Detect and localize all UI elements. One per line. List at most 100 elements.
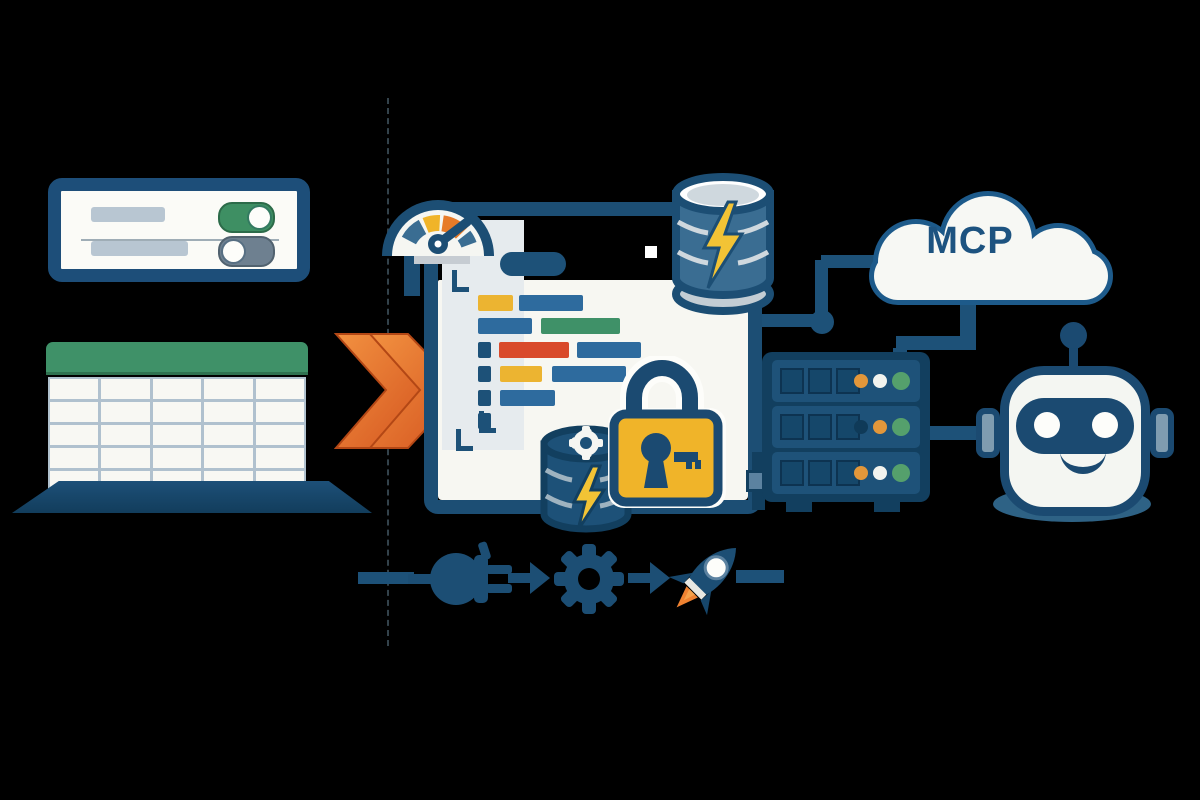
toggle-switch-on xyxy=(218,202,275,233)
table-cell xyxy=(204,448,253,468)
table-cell xyxy=(204,425,253,445)
code-indent-square xyxy=(478,390,491,406)
settings-toggle-panel xyxy=(48,178,310,282)
page-corner-mark xyxy=(452,270,469,292)
table-cell xyxy=(255,379,304,399)
toggle-switch-off xyxy=(218,236,275,267)
connector-rack-to-robot xyxy=(926,426,988,440)
server-unit xyxy=(772,360,920,402)
flow-line-left xyxy=(358,572,414,584)
database-gear-bolt-icon xyxy=(540,425,632,533)
orange-led xyxy=(873,420,887,434)
connector-to-cloud xyxy=(821,255,883,268)
code-token-bar xyxy=(541,318,620,334)
white-led xyxy=(873,374,887,388)
rocket-icon xyxy=(668,548,736,616)
code-indent-square xyxy=(478,366,491,382)
drive-bay xyxy=(808,460,832,486)
table-cell xyxy=(50,402,99,422)
toggle-row xyxy=(61,227,297,271)
table-grid xyxy=(48,377,306,493)
panel-divider xyxy=(81,239,279,241)
robot-eye-right xyxy=(1092,412,1118,438)
table-cell xyxy=(101,448,150,468)
code-indent-square xyxy=(478,342,491,358)
cloud-label: MCP xyxy=(926,220,1014,262)
table-base-stand xyxy=(12,481,372,513)
green-led xyxy=(892,372,910,390)
gauge-icon xyxy=(382,200,494,256)
robot-ear-right xyxy=(1150,408,1174,458)
rack-foot xyxy=(874,500,900,512)
rack-foot xyxy=(786,500,812,512)
led-group xyxy=(852,452,914,494)
drive-bay xyxy=(780,414,804,440)
server-unit xyxy=(772,406,920,448)
table-cell xyxy=(255,402,304,422)
orange-led xyxy=(854,374,868,388)
connector-cloud-stem xyxy=(960,296,976,344)
window-header-dot xyxy=(645,246,657,258)
code-token-bar xyxy=(500,390,555,406)
table-cell xyxy=(204,379,253,399)
code-token-bar xyxy=(500,366,542,382)
table-cell xyxy=(50,425,99,445)
arrow-right-icon xyxy=(628,562,670,594)
white-led xyxy=(873,466,887,480)
connector-cloud-to-rack xyxy=(896,336,976,350)
mcp-cloud xyxy=(869,191,1113,305)
table-cell xyxy=(50,379,99,399)
drive-bay xyxy=(780,460,804,486)
lock-icon xyxy=(608,356,726,508)
code-indent-square xyxy=(478,413,491,429)
table-cell xyxy=(50,448,99,468)
table-cell xyxy=(255,448,304,468)
code-token-bar xyxy=(478,295,513,311)
table-cell xyxy=(255,425,304,445)
page-corner-mark xyxy=(456,429,473,451)
robot-eye-left xyxy=(1034,412,1060,438)
green-led xyxy=(892,464,910,482)
navy-led xyxy=(854,420,868,434)
setting-label-bar xyxy=(91,241,188,256)
code-token-bar xyxy=(478,318,532,334)
drive-bay xyxy=(780,368,804,394)
database-bolt-icon xyxy=(672,173,774,315)
table-cell xyxy=(101,379,150,399)
toggle-row xyxy=(61,193,297,237)
server-rack xyxy=(762,352,930,502)
code-token-bar xyxy=(499,342,569,358)
connector-db-to-node xyxy=(760,314,820,327)
server-unit xyxy=(772,452,920,494)
table-cell xyxy=(204,402,253,422)
drive-bay xyxy=(808,368,832,394)
orange-led xyxy=(854,466,868,480)
code-token-bar xyxy=(519,295,583,311)
flow-line-right xyxy=(736,570,784,583)
led-group xyxy=(852,406,914,448)
table-cell xyxy=(152,448,202,468)
gear-icon xyxy=(569,426,603,460)
robot-ear-left xyxy=(976,408,1000,458)
toggle-knob xyxy=(223,241,244,262)
robot-antenna-ball xyxy=(1060,322,1087,349)
toggle-knob xyxy=(249,207,270,228)
plug-icon xyxy=(408,541,512,605)
table-header-row xyxy=(46,342,308,375)
window-title-pill xyxy=(500,252,566,276)
connector-node-up xyxy=(815,260,828,320)
table-cell xyxy=(152,379,202,399)
drive-bay xyxy=(808,414,832,440)
table-cell xyxy=(152,402,202,422)
gear-icon xyxy=(554,544,624,614)
led-group xyxy=(852,360,914,402)
setting-label-bar xyxy=(91,207,165,222)
table-cell xyxy=(152,425,202,445)
robot-smile xyxy=(1060,446,1106,474)
code-token-bar xyxy=(552,366,626,382)
code-token-bar xyxy=(577,342,641,358)
green-led xyxy=(892,418,910,436)
table-cell xyxy=(101,425,150,445)
arrow-right-icon xyxy=(508,562,550,594)
